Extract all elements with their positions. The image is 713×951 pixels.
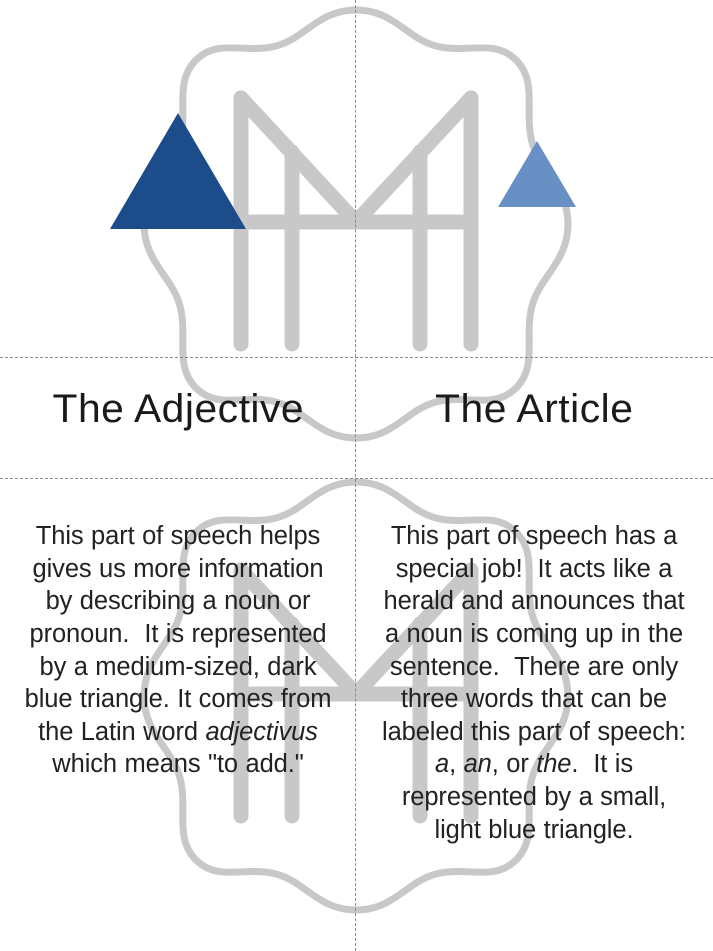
- title-cell-adjective: The Adjective: [0, 386, 356, 466]
- title-row: The Adjective The Article: [0, 386, 713, 466]
- body-cell-article: This part of speech has a special job! I…: [356, 520, 712, 846]
- light-blue-triangle-shape: [498, 141, 576, 207]
- card-title-article: The Article: [434, 387, 634, 431]
- card-body-adjective: This part of speech helps gives us more …: [24, 522, 332, 779]
- body-cell-adjective: This part of speech helps gives us more …: [0, 520, 356, 846]
- body-row: This part of speech helps gives us more …: [0, 520, 713, 846]
- horizontal-cut-guide-2: [0, 478, 713, 479]
- card-title-adjective: The Adjective: [52, 387, 304, 431]
- monogram-strokes: [233, 90, 479, 352]
- dark-blue-triangle-shape: [110, 113, 246, 229]
- vertical-cut-guide: [355, 0, 356, 951]
- card-body-article: This part of speech has a special job! I…: [382, 522, 686, 844]
- title-cell-article: The Article: [356, 386, 712, 466]
- horizontal-cut-guide-1: [0, 357, 713, 358]
